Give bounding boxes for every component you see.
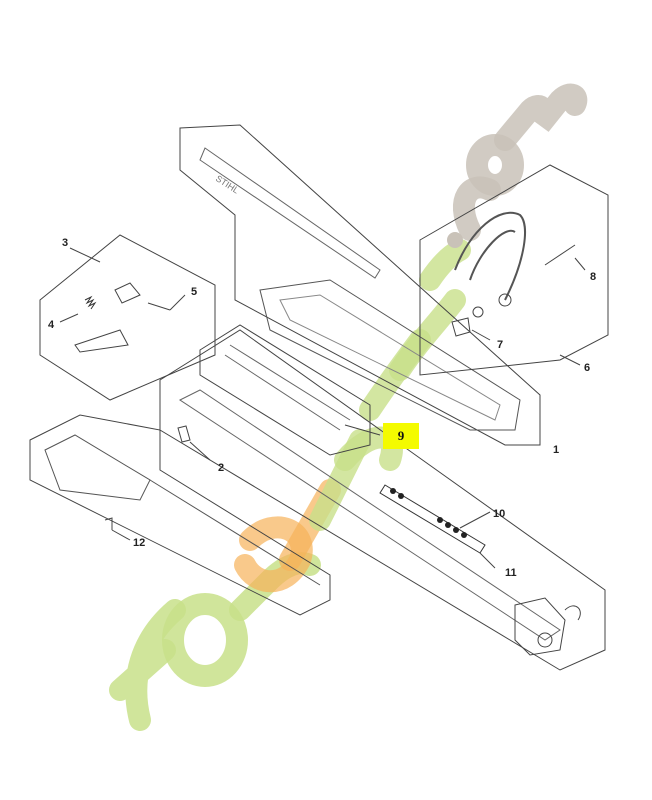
part-label-8[interactable]: 8 [590,271,597,283]
stihl-logo: STIHL [214,173,241,195]
part-label-9: 9 [397,428,405,443]
part-label-11[interactable]: 11 [505,567,517,579]
part-1-frame [179,124,541,446]
part-label-2[interactable]: 2 [218,462,225,474]
part-label-10[interactable]: 10 [493,508,506,520]
part-label-4[interactable]: 4 [48,319,55,331]
part-label-1[interactable]: 1 [553,444,560,456]
part-3-frame [39,234,216,401]
part-label-3[interactable]: 3 [62,237,69,249]
part-label-7[interactable]: 7 [497,339,504,351]
part-9-frame [199,324,371,456]
part-label-12[interactable]: 12 [133,537,146,549]
part-label-6[interactable]: 6 [584,362,591,374]
part-label-5[interactable]: 5 [191,286,198,298]
part-6-frame [419,164,609,376]
part-label-9-highlighted[interactable]: 9 [383,423,419,449]
